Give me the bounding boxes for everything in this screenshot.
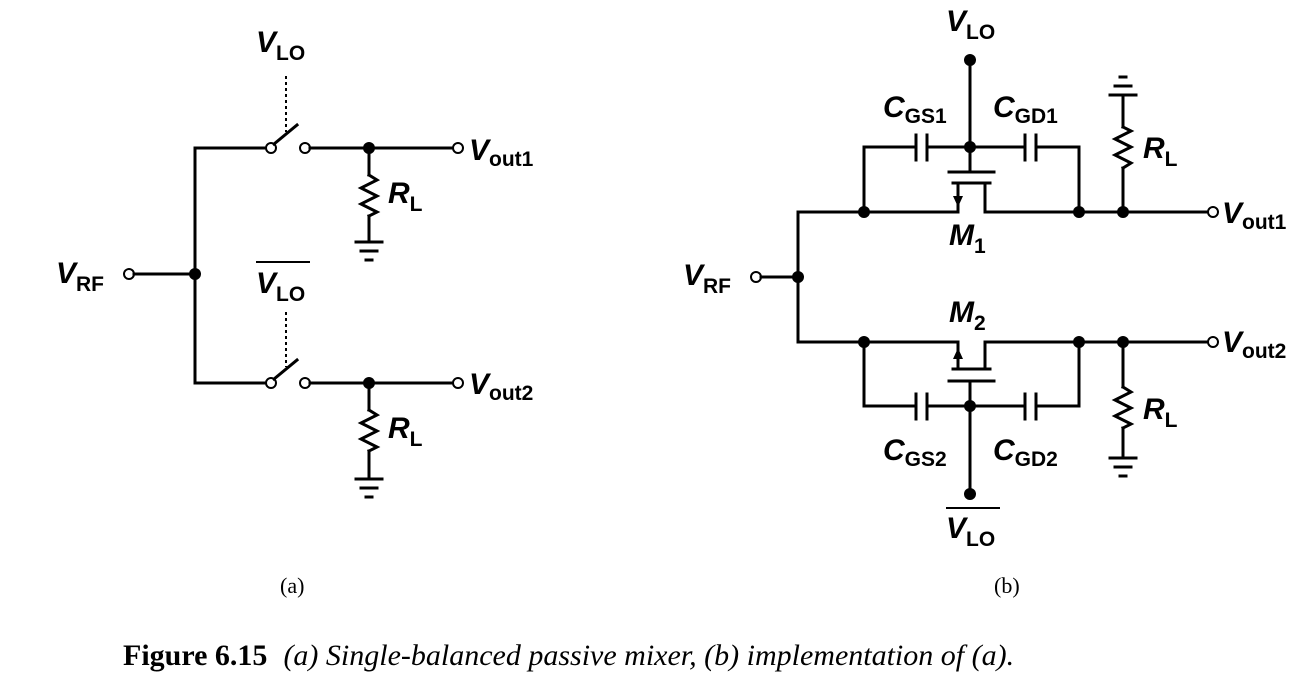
label-rl2: RL: [388, 412, 423, 451]
arrow-icon: [953, 348, 963, 359]
vout1-terminal: [452, 142, 464, 154]
resistor-rl1: [1111, 124, 1135, 171]
label-m2: M2: [949, 296, 986, 335]
label-rl2: RL: [1143, 393, 1178, 432]
vout1-terminal: [1207, 206, 1219, 218]
label-vlo: VLO: [946, 5, 995, 44]
resistor-rl1: [357, 172, 381, 219]
label-cgd1: CGD1: [993, 91, 1058, 128]
label-vrf: VRF: [683, 259, 731, 298]
label-m1: M1: [949, 219, 986, 258]
label-cgd2: CGD2: [993, 434, 1058, 471]
label-cgs2: CGS2: [883, 434, 947, 471]
figure-caption: Figure 6.15 (a) Single-balanced passive m…: [123, 639, 1014, 672]
label-vlo-bar: VLO: [256, 267, 305, 306]
label-vlo-bar: VLO: [946, 512, 995, 551]
panel-a-circuit: VLO VLO VRF Vout1 Vout2 RL RL: [56, 26, 534, 499]
label-vout1: Vout1: [469, 134, 534, 171]
label-rl1: RL: [1143, 132, 1178, 171]
switch-2: [271, 357, 300, 382]
label-vout2: Vout2: [1222, 326, 1286, 363]
caption-number: Figure 6.15: [123, 639, 267, 672]
panel-label-b: (b): [994, 573, 1020, 598]
label-vlo: VLO: [256, 26, 305, 65]
ground-icon: [1108, 75, 1138, 97]
label-vout1: Vout1: [1222, 197, 1287, 234]
caption-text: (a) Single-balanced passive mixer, (b) i…: [283, 639, 1014, 672]
ground-icon: [1108, 456, 1138, 478]
ground-icon: [354, 477, 384, 499]
panel-b-circuit: VLO VLO VRF Vout1 Vout2 RL RL CGS1 CGD1 …: [683, 5, 1287, 551]
resistor-rl2: [1111, 384, 1135, 431]
vout2-terminal: [1207, 336, 1219, 348]
label-cgs1: CGS1: [883, 91, 947, 128]
label-vrf: VRF: [56, 257, 104, 296]
vout2-terminal: [452, 377, 464, 389]
label-rl1: RL: [388, 177, 423, 216]
switch-1: [271, 122, 300, 147]
arrow-icon: [953, 196, 963, 207]
panel-label-a: (a): [280, 573, 304, 598]
ground-icon: [354, 240, 384, 262]
resistor-rl2: [357, 407, 381, 454]
label-vout2: Vout2: [469, 368, 533, 405]
